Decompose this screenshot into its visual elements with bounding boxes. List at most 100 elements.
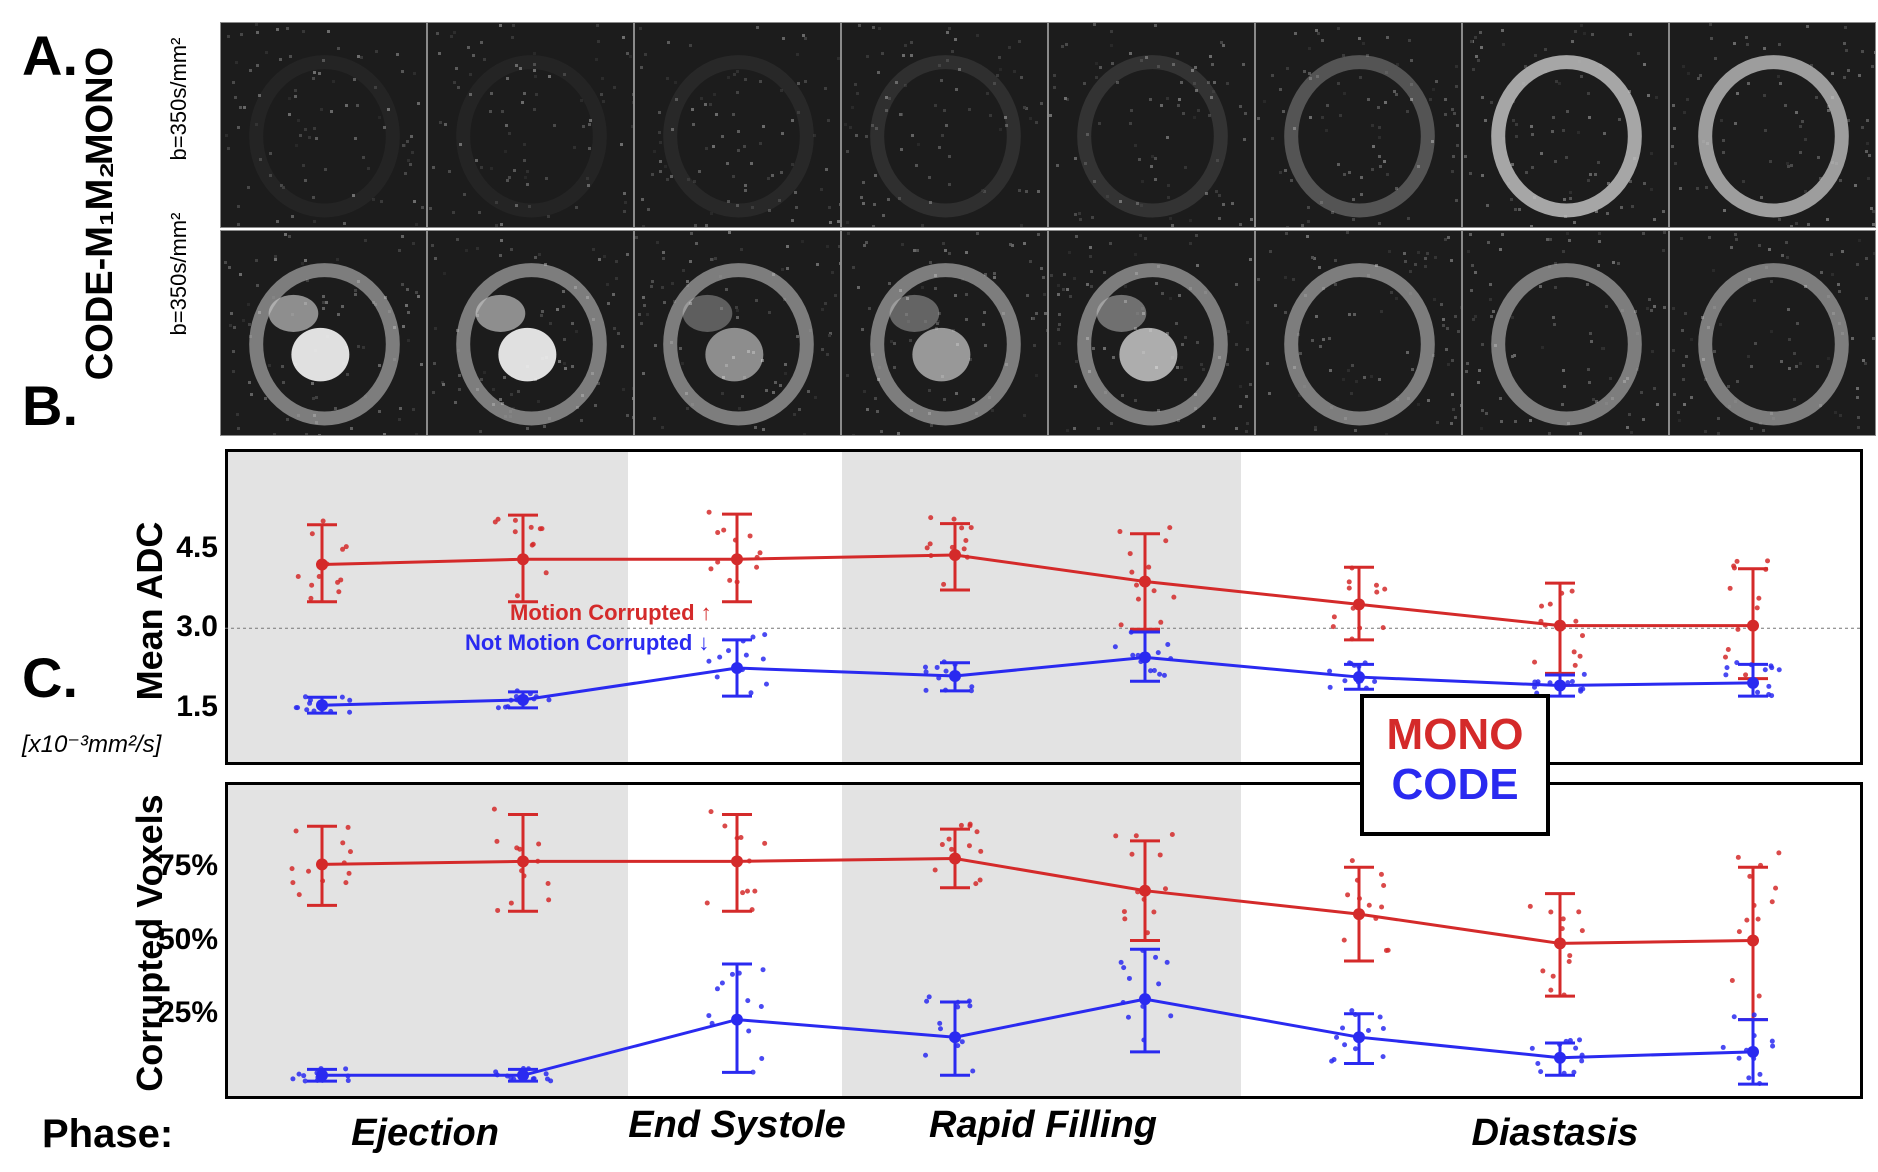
scatter-point bbox=[1372, 679, 1378, 685]
mri-tile bbox=[1462, 22, 1669, 228]
scatter-point bbox=[293, 828, 299, 834]
scatter-point bbox=[763, 681, 769, 687]
scatter-point bbox=[966, 843, 972, 849]
scatter-point bbox=[309, 582, 315, 588]
scatter-point bbox=[289, 866, 295, 872]
scatter-point bbox=[726, 648, 732, 654]
scatter-point bbox=[512, 517, 518, 523]
scatter-point bbox=[729, 971, 735, 977]
mean-marker bbox=[517, 855, 529, 868]
scatter-point bbox=[1571, 649, 1577, 655]
scatter-point bbox=[1349, 1008, 1355, 1014]
scatter-point bbox=[932, 867, 938, 873]
scatter-point bbox=[959, 525, 965, 531]
scatter-point bbox=[1755, 916, 1761, 922]
scatter-point bbox=[1346, 579, 1352, 585]
mean-marker bbox=[731, 662, 743, 675]
scatter-point bbox=[1724, 665, 1730, 671]
scatter-point bbox=[745, 998, 751, 1004]
scatter-point bbox=[1327, 668, 1333, 674]
mri-tile bbox=[634, 230, 841, 436]
scatter-point bbox=[304, 707, 310, 713]
scatter-point bbox=[977, 877, 983, 883]
scatter-point bbox=[543, 570, 549, 576]
scatter-point bbox=[1161, 672, 1167, 678]
scatter-point bbox=[306, 868, 312, 874]
scatter-point bbox=[939, 842, 945, 848]
scatter-point bbox=[1565, 680, 1571, 686]
mean-marker bbox=[1139, 884, 1151, 897]
scatter-point bbox=[1168, 1013, 1174, 1019]
scatter-point bbox=[1766, 683, 1772, 689]
scatter-point bbox=[1744, 917, 1750, 923]
scatter-point bbox=[721, 527, 727, 533]
scatter-point bbox=[1346, 585, 1352, 591]
scatter-point bbox=[1151, 909, 1157, 915]
panel-a-letter: A. bbox=[22, 24, 78, 87]
series-line bbox=[321, 655, 1754, 707]
scatter-point bbox=[1773, 885, 1779, 891]
scatter-point bbox=[727, 577, 733, 583]
scatter-point bbox=[1134, 582, 1140, 588]
scatter-point bbox=[1743, 672, 1749, 678]
panel-c-letter: C. bbox=[22, 646, 78, 709]
scatter-point bbox=[1566, 959, 1572, 965]
scatter-point bbox=[1331, 614, 1337, 620]
scatter-point bbox=[296, 1071, 302, 1077]
scatter-point bbox=[1548, 987, 1554, 993]
scatter-point bbox=[1529, 1045, 1535, 1051]
mean-marker bbox=[1747, 1045, 1759, 1058]
scatter-point bbox=[1581, 671, 1587, 677]
scatter-point bbox=[290, 880, 296, 886]
scatter-point bbox=[963, 537, 969, 543]
scatter-point bbox=[514, 845, 520, 851]
motion-corrupted-annotation: Motion Corrupted ↑ bbox=[510, 600, 712, 625]
scatter-point bbox=[934, 664, 940, 670]
scatter-point bbox=[946, 836, 952, 842]
phase-label: Phase: bbox=[42, 1112, 174, 1156]
scatter-point bbox=[708, 566, 714, 572]
scatter-point bbox=[1746, 1075, 1752, 1081]
scatter-point bbox=[539, 526, 545, 532]
scatter-point bbox=[973, 881, 979, 887]
phase-name: Diastasis bbox=[1471, 1112, 1639, 1154]
phase-shade bbox=[225, 782, 628, 1099]
scatter-point bbox=[1135, 596, 1141, 602]
scatter-point bbox=[937, 1020, 943, 1026]
scatter-point bbox=[293, 705, 299, 711]
scatter-point bbox=[717, 654, 723, 660]
scatter-point bbox=[296, 892, 302, 898]
scatter-point bbox=[1329, 1058, 1335, 1064]
y-tick-label: 75% bbox=[157, 849, 218, 883]
scatter-point bbox=[1573, 618, 1579, 624]
scatter-point bbox=[343, 1066, 349, 1072]
mean-marker bbox=[1353, 908, 1365, 921]
scatter-point bbox=[722, 823, 728, 829]
scatter-point bbox=[740, 890, 746, 896]
scatter-point bbox=[1578, 688, 1584, 694]
scatter-point bbox=[1757, 1071, 1763, 1077]
panel-b-letter: B. bbox=[22, 374, 78, 437]
scatter-point bbox=[1133, 833, 1139, 839]
mean-marker bbox=[1747, 676, 1759, 689]
scatter-point bbox=[762, 632, 768, 638]
mri-tile bbox=[1462, 230, 1669, 436]
scatter-point bbox=[290, 1076, 296, 1082]
phase-shade bbox=[842, 782, 1241, 1099]
scatter-point bbox=[1756, 595, 1762, 601]
scatter-point bbox=[1540, 968, 1546, 974]
scatter-point bbox=[530, 541, 536, 547]
phase-shade bbox=[225, 449, 628, 765]
scatter-point bbox=[1769, 1038, 1775, 1044]
scatter-point bbox=[923, 687, 929, 693]
scatter-point bbox=[301, 1073, 307, 1079]
scatter-point bbox=[1121, 965, 1127, 971]
scatter-point bbox=[1569, 588, 1575, 594]
scatter-point bbox=[308, 595, 314, 601]
scatter-point bbox=[1126, 975, 1132, 981]
mri-tile bbox=[1255, 22, 1462, 228]
scatter-point bbox=[1380, 1054, 1386, 1060]
scatter-point bbox=[941, 581, 947, 587]
scatter-point bbox=[1374, 589, 1380, 595]
scatter-point bbox=[978, 848, 984, 854]
